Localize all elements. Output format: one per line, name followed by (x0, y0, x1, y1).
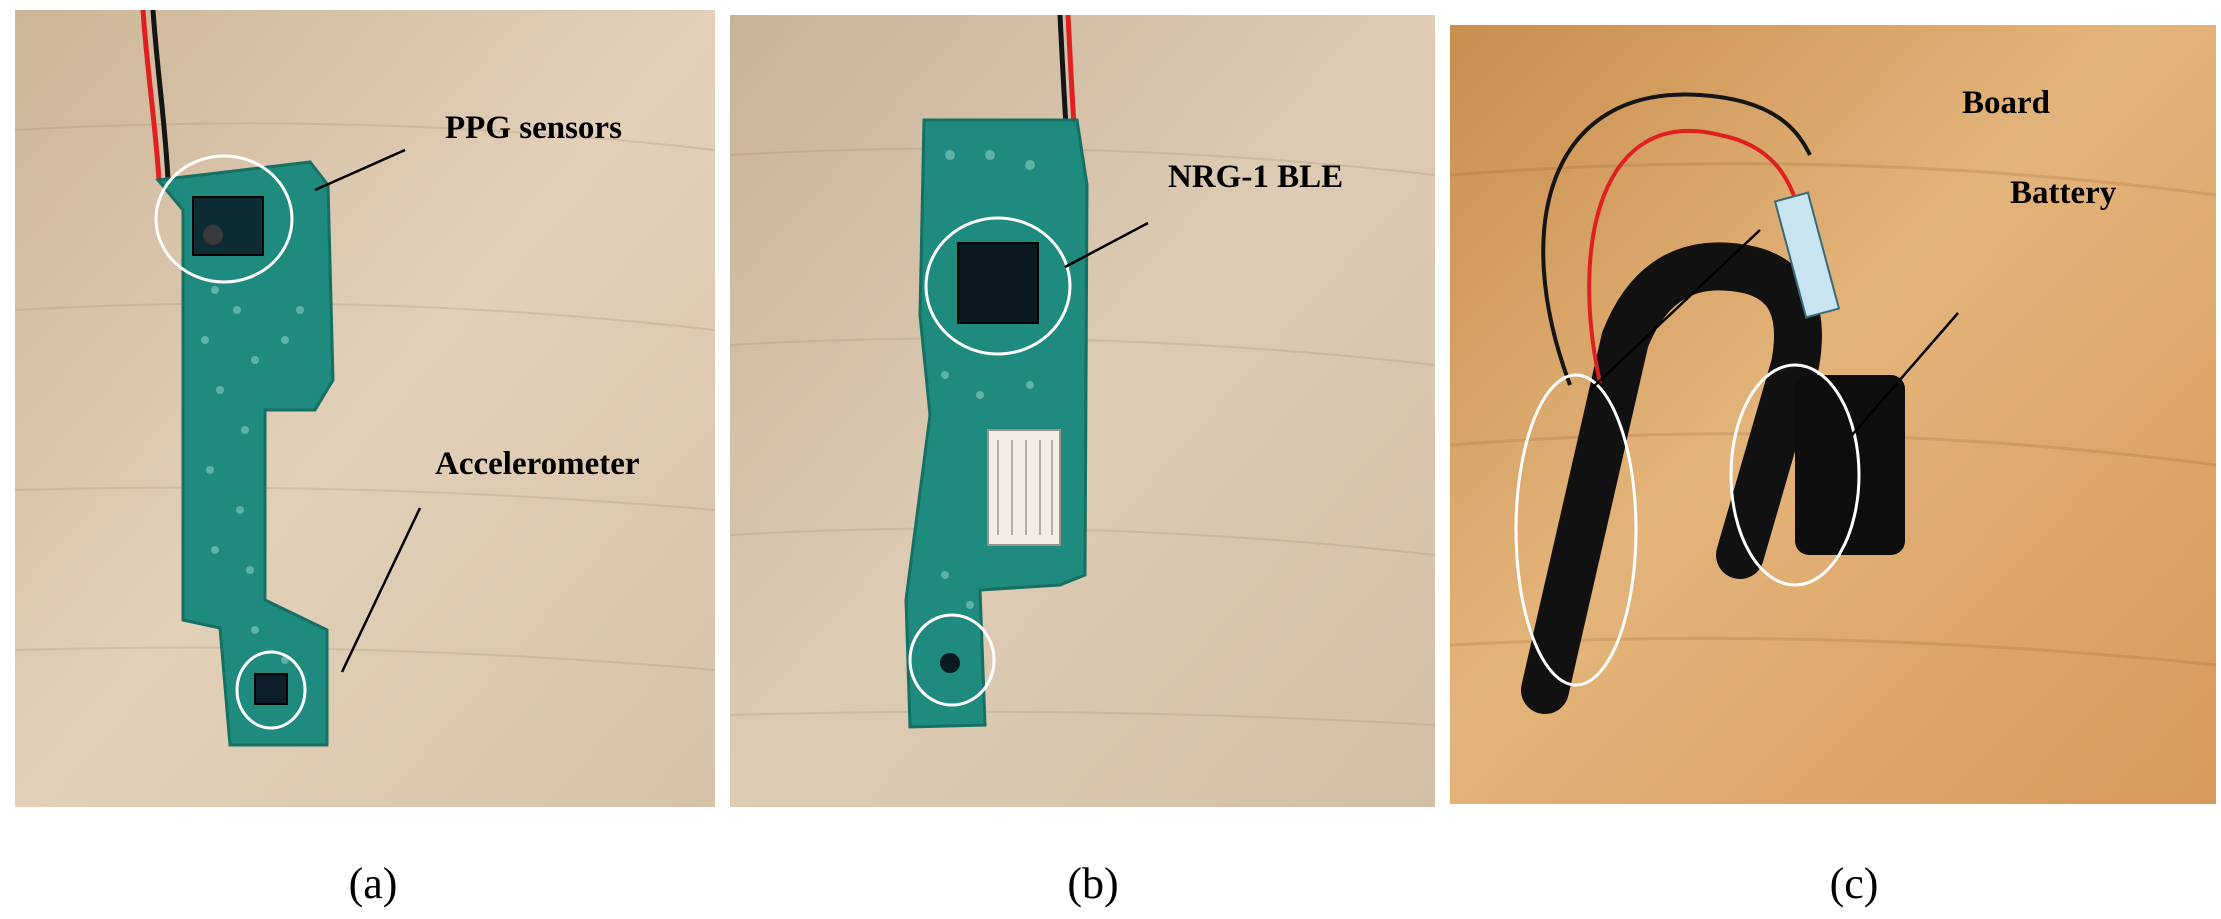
accelerometer-leader-line (340, 507, 422, 673)
battery-leader-line (1851, 312, 1959, 436)
photo-pcb-front: PPG sensors Accelerometer (15, 10, 715, 807)
bottom-highlight-circle (908, 613, 996, 707)
photo-panel-c: Board Battery (1450, 25, 2216, 804)
caption-c: (c) (1829, 859, 1879, 908)
pcb-board (155, 160, 335, 747)
red-wire (1065, 15, 1077, 126)
wire-connector (1773, 191, 1841, 319)
wood-table-background (15, 10, 715, 807)
ble-highlight-circle (924, 216, 1072, 356)
battery (1795, 375, 1905, 555)
caption-b: (b) (1067, 859, 1119, 908)
ppg-sensor-chip (192, 196, 264, 256)
photo-panel-a: PPG sensors Accelerometer (15, 10, 715, 807)
ppg-led (203, 225, 223, 245)
ppg-highlight-circle (154, 154, 294, 284)
accelerometer-label: Accelerometer (435, 446, 640, 482)
board-connector (987, 429, 1061, 546)
board-leader-line (1589, 229, 1761, 391)
board-highlight-circle (1514, 373, 1638, 687)
headband (1521, 242, 1822, 714)
black-wire (150, 10, 171, 181)
photo-panel-b: NRG-1 BLE (730, 15, 1435, 807)
ble-chip (957, 242, 1039, 324)
battery-label: Battery (2010, 175, 2117, 211)
ppg-leader-line (314, 148, 406, 192)
caption-a: (a) (348, 859, 398, 908)
red-wire (1587, 128, 1802, 384)
photo-assembled-device: Board Battery (1450, 25, 2216, 804)
bottom-component (940, 653, 960, 673)
red-wire (140, 10, 162, 181)
black-wire (1057, 15, 1069, 126)
photo-pcb-back: NRG-1 BLE (730, 15, 1435, 807)
accelerometer-highlight-circle (235, 650, 307, 730)
ble-leader-line (1064, 221, 1149, 269)
pcb-board (904, 118, 1089, 729)
black-wire (1541, 92, 1812, 386)
accelerometer-chip (254, 673, 288, 705)
board-label: Board (1962, 85, 2050, 121)
battery-highlight-circle (1729, 363, 1861, 587)
ppg-label: PPG sensors (445, 110, 622, 146)
ble-label: NRG-1 BLE (1168, 159, 1343, 195)
